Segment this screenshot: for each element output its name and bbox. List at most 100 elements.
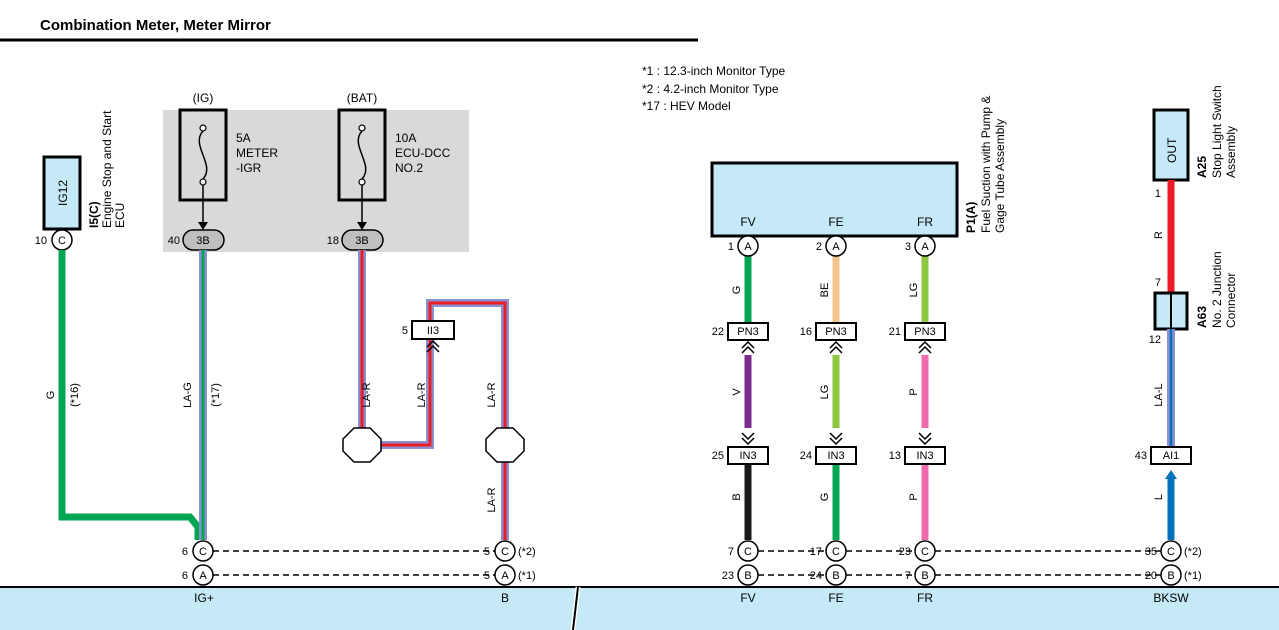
bk-b-conn: B: [1167, 570, 1174, 582]
fe-bot-wire: G: [819, 493, 831, 502]
terminal-bksw: BKSW: [1153, 591, 1189, 605]
b-c-pin: 5: [484, 546, 490, 558]
fe-top-wire: BE: [819, 283, 831, 298]
b-a-pin: 5: [484, 570, 490, 582]
page-title: Combination Meter, Meter Mirror: [40, 17, 271, 34]
column-fr: A 3 LG PN3 21 P IN3 13 P: [889, 235, 946, 540]
ecu-code: I5(C): [87, 201, 101, 228]
wire-la-g-label: LA-G: [182, 382, 194, 408]
wire-r-label: R: [1153, 231, 1165, 239]
terminal-fe: FE: [828, 591, 843, 605]
fuse-ig-name-2: -IGR: [236, 161, 262, 175]
ecu-box: [42, 155, 82, 231]
fr-pn3-pin: 21: [889, 326, 901, 338]
splice-left: [342, 427, 382, 463]
wire-la-r-label-2: LA-R: [416, 382, 428, 407]
b-c-note: (*2): [518, 546, 536, 558]
fuse-bat-name-2: NO.2: [395, 161, 423, 175]
ig-a-pin: 6: [182, 570, 188, 582]
fuse-bat-conn: 3B: [355, 235, 368, 247]
junction-connector-a63: 7 12 A63 No. 2 Junction Connector: [1149, 251, 1238, 346]
fuel-pump-term-fv: FV: [740, 215, 755, 229]
fv-b-pin: 23: [722, 570, 734, 582]
fv-top-pin: 1: [728, 241, 734, 253]
fr-top-wire: LG: [908, 283, 920, 298]
fr-bot-wire: P: [908, 493, 920, 500]
wire-la-r-label-1: LA-R: [361, 382, 373, 407]
engine-stop-start-ecu: IG12 I5(C) Engine Stop and Start ECU C 1…: [35, 110, 127, 251]
fuse-bat-rating: 10A: [395, 131, 416, 145]
junction-name-1: No. 2 Junction: [1210, 251, 1224, 328]
fr-top-pin: 3: [905, 241, 911, 253]
ecu-terminal-label: IG12: [56, 180, 70, 206]
fv-in3-pin: 25: [712, 450, 724, 462]
junction-pin-top: 7: [1155, 277, 1161, 289]
fr-top-conn: A: [921, 241, 929, 253]
fuse-bat-element: [357, 130, 367, 180]
stop-switch-code: A25: [1195, 156, 1209, 178]
b-a-conn: A: [501, 570, 509, 582]
fv-mid-wire: V: [731, 388, 743, 396]
fuse-ig-pin: 40: [168, 235, 180, 247]
bk-c-note: (*2): [1184, 546, 1202, 558]
fv-top-conn: A: [744, 241, 752, 253]
fr-mid-wire: P: [908, 388, 920, 395]
ai1-pin: 43: [1135, 450, 1147, 462]
fv-top-wire: G: [731, 286, 743, 295]
fuel-suction-pump-assembly: FV FE FR P1(A) Fuel Suction with Pump & …: [710, 96, 1007, 238]
fv-pn3-pin: 22: [712, 326, 724, 338]
fv-c-pin: 7: [728, 546, 734, 558]
ai1-label: AI1: [1163, 450, 1180, 462]
fuse-ig-rating: 5A: [236, 131, 251, 145]
fe-pn3-pin: 16: [800, 326, 812, 338]
fuse-bat-pin: 18: [327, 235, 339, 247]
fe-mid-wire: LG: [819, 385, 831, 400]
column-fe: A 2 BE PN3 16 LG IN3 24 G: [800, 235, 857, 540]
junction-pin-bottom: 12: [1149, 334, 1161, 346]
terminal-fv: FV: [740, 591, 755, 605]
junction-name-2: Connector: [1224, 273, 1238, 328]
fe-top-conn: A: [832, 241, 840, 253]
splice-right: [485, 427, 525, 463]
wire-la-r-label-3: LA-R: [486, 382, 498, 407]
ecu-pin: 10: [35, 235, 47, 247]
bk-b-note: (*1): [1184, 570, 1202, 582]
stop-switch-name-1: Stop Light Switch: [1210, 85, 1224, 178]
fuse-ig-supply: (IG): [193, 91, 214, 105]
b-c-conn: C: [501, 546, 509, 558]
fuse-ig-name-1: METER: [236, 146, 278, 160]
fr-in3: IN3: [916, 450, 933, 462]
stop-switch-terminal: OUT: [1165, 137, 1179, 163]
stop-switch-name-2: Assembly: [1224, 126, 1238, 178]
fuse-ecu-dcc-no2: (BAT) 10A ECU-DCC NO.2 3B 18: [327, 91, 451, 251]
fv-c-conn: C: [744, 546, 752, 558]
fe-top-pin: 2: [816, 241, 822, 253]
fr-b-pin: 7: [905, 570, 911, 582]
ig-a-conn: A: [199, 570, 207, 582]
stop-switch-pin: 1: [1155, 188, 1161, 200]
stop-light-switch-assembly: OUT A25 Stop Light Switch Assembly 1: [1152, 85, 1238, 200]
notes: *1 : 12.3-inch Monitor Type *2 : 4.2-inc…: [642, 64, 786, 113]
fe-in3: IN3: [827, 450, 844, 462]
fv-b-conn: B: [744, 570, 751, 582]
fr-b-conn: B: [921, 570, 928, 582]
fv-pn3: PN3: [737, 326, 758, 338]
ecu-name-1: Engine Stop and Start: [100, 110, 114, 228]
ig-c-conn: C: [199, 546, 207, 558]
fr-c-conn: C: [921, 546, 929, 558]
fuse-bat-supply: (BAT): [347, 91, 377, 105]
column-fv: A 1 G PN3 22 V IN3 25 B: [712, 235, 769, 540]
fuel-pump-term-fr: FR: [917, 215, 933, 229]
fe-b-conn: B: [832, 570, 839, 582]
fe-in3-pin: 24: [800, 450, 812, 462]
fuel-pump-box: [710, 161, 959, 238]
fv-in3: IN3: [739, 450, 756, 462]
terminal-b: B: [501, 591, 509, 605]
wire-la-l-label: LA-L: [1153, 383, 1165, 406]
fe-b-pin: 24: [810, 570, 822, 582]
fuel-pump-name-1: Fuel Suction with Pump &: [979, 96, 993, 233]
fuse-bat-name-1: ECU-DCC: [395, 146, 451, 160]
wire-g-label: G: [45, 391, 57, 400]
wire-g-note: (*16): [69, 383, 81, 407]
